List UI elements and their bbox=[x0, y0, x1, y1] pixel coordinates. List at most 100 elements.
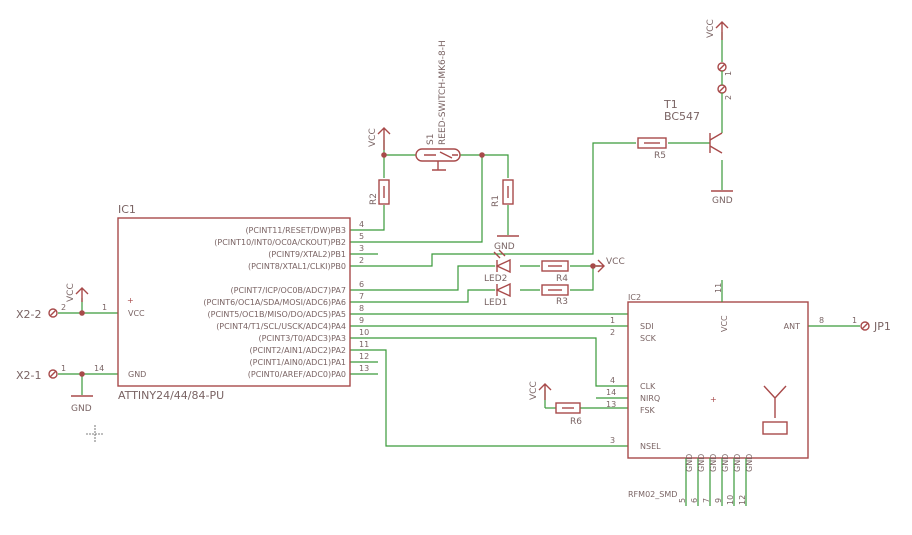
ic1-pin-num: 2 bbox=[359, 256, 364, 265]
ic1-name: IC1 bbox=[118, 203, 136, 216]
resistor-r3: R3 bbox=[541, 284, 569, 307]
ic1-pin-label: (PCINT0/AREF/ADC0)PA0 bbox=[248, 370, 346, 379]
svg-text:GND: GND bbox=[721, 454, 730, 472]
ic2-pin-num: 3 bbox=[610, 436, 615, 445]
svg-text:R5: R5 bbox=[654, 151, 666, 161]
led2: LED2 bbox=[484, 249, 511, 284]
svg-text:BC547: BC547 bbox=[664, 110, 700, 123]
svg-text:10: 10 bbox=[726, 495, 735, 505]
ic1-pin-num: 4 bbox=[359, 220, 364, 229]
vcc-arrow-icon: VCC bbox=[706, 19, 729, 40]
ic1-pin-label: (PCINT3/T0/ADC3)PA3 bbox=[258, 334, 346, 343]
ic2-pin-num: 14 bbox=[606, 388, 616, 397]
wire-pa7-led2 bbox=[350, 265, 495, 291]
transistor-t1: T1 BC547 bbox=[663, 98, 723, 154]
origin-cross-icon bbox=[86, 425, 104, 443]
ic2-pin-label: CLK bbox=[640, 382, 656, 391]
svg-text:6: 6 bbox=[690, 498, 699, 503]
svg-text:1: 1 bbox=[724, 71, 733, 76]
ic1-pin-label: (PCINT11/RESET/DW)PB3 bbox=[245, 226, 346, 235]
ic1-pin-num: 5 bbox=[359, 232, 364, 241]
resistor-r4: R4 bbox=[541, 260, 569, 284]
ic2-name: IC2 bbox=[628, 293, 641, 302]
svg-text:GND: GND bbox=[685, 454, 694, 472]
ic1-pin-num: 9 bbox=[359, 316, 364, 325]
svg-text:GND: GND bbox=[712, 196, 733, 206]
svg-text:GND: GND bbox=[697, 454, 706, 472]
ic2-pin-num: 2 bbox=[610, 328, 615, 337]
vcc-arrow-icon: VCC bbox=[596, 257, 625, 273]
wire-pa3-clk bbox=[350, 337, 628, 387]
wire-pb2-s1 bbox=[350, 155, 483, 243]
ic1-pin-label: GND bbox=[128, 370, 146, 379]
ic1-pin-label: (PCINT2/AIN1/ADC2)PA2 bbox=[250, 346, 346, 355]
connector-vcc-pads: 1 2 bbox=[717, 62, 733, 105]
svg-text:JP1: JP1 bbox=[873, 320, 891, 333]
svg-text:S1: S1 bbox=[426, 134, 436, 145]
led1: LED1 bbox=[484, 282, 511, 308]
vcc-arrow-icon: VCC bbox=[368, 127, 391, 150]
svg-text:2: 2 bbox=[724, 95, 733, 100]
svg-text:GND: GND bbox=[733, 454, 742, 472]
ic2-pin-label: NSEL bbox=[640, 442, 661, 451]
svg-text:VCC: VCC bbox=[606, 257, 625, 267]
ic1-pin-label: (PCINT5/OC1B/MISO/DO/ADC5)PA5 bbox=[208, 310, 347, 319]
svg-text:1: 1 bbox=[852, 316, 857, 325]
ic1-pin-label: (PCINT9/XTAL2)PB1 bbox=[268, 250, 346, 259]
wire-pa6-led1 bbox=[350, 289, 495, 303]
svg-text:R6: R6 bbox=[570, 417, 582, 427]
ic2: IC2 RFM02_SMD + 11 VCC ANT 8 1 SDI 2 SCK… bbox=[606, 280, 824, 506]
ic1-pin-label: (PCINT7/ICP/OC0B/ADC7)PA7 bbox=[231, 286, 346, 295]
ic1-pin-num: 1 bbox=[102, 303, 107, 312]
resistor-r5: R5 bbox=[637, 137, 667, 161]
ic1-pin-num: 10 bbox=[359, 328, 369, 337]
svg-text:+: + bbox=[127, 296, 134, 305]
ic2-top-pin-num: 11 bbox=[714, 283, 723, 293]
svg-text:12: 12 bbox=[738, 495, 747, 505]
svg-text:VCC: VCC bbox=[529, 381, 539, 400]
junctions bbox=[79, 152, 596, 377]
ic2-pin-num: 13 bbox=[606, 400, 616, 409]
gnd-icon: GND bbox=[711, 190, 733, 206]
gnd-icon: GND bbox=[71, 395, 93, 414]
wire-pb3-r2 bbox=[350, 205, 385, 231]
svg-text:X2-2: X2-2 bbox=[16, 308, 42, 321]
gnd-symbols: GND GND GND bbox=[71, 190, 733, 414]
svg-text:REED-SWITCH-MK6-8-H: REED-SWITCH-MK6-8-H bbox=[438, 40, 448, 145]
svg-text:R4: R4 bbox=[556, 274, 568, 284]
ic2-vcc-label: VCC bbox=[720, 315, 729, 332]
svg-text:GND: GND bbox=[71, 404, 92, 414]
svg-text:1: 1 bbox=[61, 364, 66, 373]
resistor-r6: R6 bbox=[555, 402, 582, 427]
svg-text:GND: GND bbox=[709, 454, 718, 472]
gnd-icon: GND bbox=[494, 235, 519, 252]
ic2-part: RFM02_SMD bbox=[628, 490, 677, 499]
ic2-pin-num: 4 bbox=[610, 376, 615, 385]
wire-pa2-nsel bbox=[350, 349, 628, 447]
connector-jp1: JP1 1 bbox=[852, 316, 891, 333]
svg-text:GND: GND bbox=[494, 242, 515, 252]
svg-text:T1: T1 bbox=[663, 98, 678, 111]
svg-text:+: + bbox=[710, 395, 717, 404]
svg-text:5: 5 bbox=[678, 498, 687, 503]
ic2-pin-label: SCK bbox=[640, 334, 657, 343]
ic1-pin-label: VCC bbox=[128, 309, 145, 318]
wire-pb0-r5 bbox=[350, 142, 636, 267]
ic1-pin-label: (PCINT4/T1/SCL/USCK/ADC4)PA4 bbox=[216, 322, 346, 331]
ic1-part: ATTINY24/44/84-PU bbox=[118, 389, 224, 402]
svg-text:2: 2 bbox=[61, 303, 66, 312]
svg-text:LED1: LED1 bbox=[484, 298, 507, 308]
ic1-pin-label: (PCINT10/INT0/OC0A/CKOUT)PB2 bbox=[214, 238, 346, 247]
ic1-pin-num: 12 bbox=[359, 352, 369, 361]
svg-text:VCC: VCC bbox=[368, 128, 378, 147]
wires bbox=[58, 32, 860, 447]
ic2-ant-pin-num: 8 bbox=[819, 316, 824, 325]
antenna-icon bbox=[762, 385, 788, 435]
ic1-pin-label: (PCINT1/AIN0/ADC1)PA1 bbox=[250, 358, 346, 367]
ic2-gnd-pins: GND GND GND GND GND GND 5 6 7 9 10 12 bbox=[678, 454, 754, 506]
ic2-pin-label: FSK bbox=[640, 406, 656, 415]
ic1-pin-num: 7 bbox=[359, 292, 364, 301]
ic1-pin-label: (PCINT6/OC1A/SDA/MOSI/ADC6)PA6 bbox=[203, 298, 346, 307]
ic1-pin-num: 11 bbox=[359, 340, 369, 349]
